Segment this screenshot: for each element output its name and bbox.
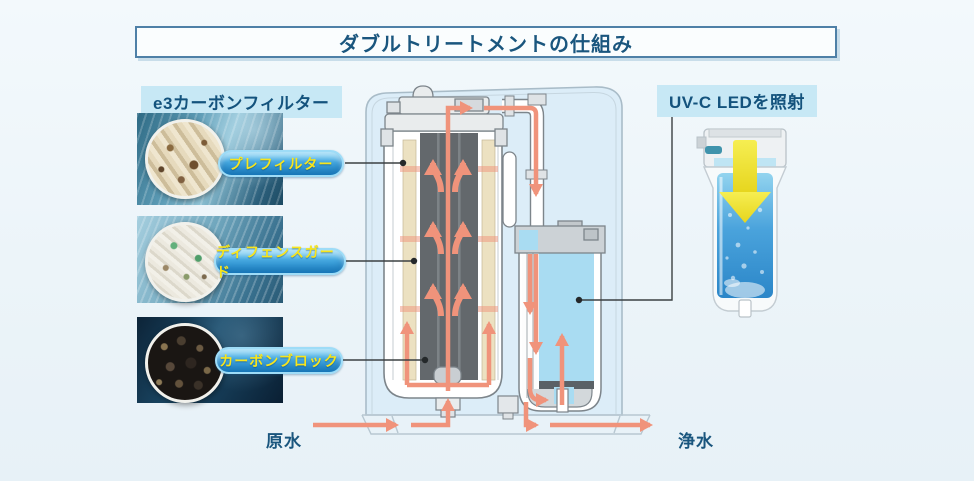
center-riser-arrow (445, 101, 473, 391)
water-flow-arrows (313, 101, 653, 432)
uv-chamber-water (539, 252, 594, 382)
carbon-block-closeup-circle (145, 323, 225, 403)
prefilter-photo (137, 113, 283, 205)
raw-water-label: 原水 (266, 432, 302, 451)
water-bubbles (724, 207, 765, 298)
filter-top-cap (380, 85, 517, 228)
diagram-title-box: ダブルトリートメントの仕組み (135, 26, 837, 58)
uv-led-cartridge (696, 128, 788, 318)
uv-light-arrow (719, 140, 771, 223)
pipe-down-arrow (484, 105, 543, 197)
defense-guard-label: ディフェンスガード (214, 244, 346, 280)
purified-water-label: 浄水 (678, 432, 714, 451)
carbon-block-label: カーボンブロック (215, 347, 343, 374)
diagram-title: ダブルトリートメントの仕組み (339, 33, 633, 56)
e3-carbon-filter-header: e3カーボンフィルター (141, 86, 342, 118)
uvc-led-header: UV-C LEDを照射 (657, 85, 817, 117)
uv-chamber-mesh (539, 381, 594, 389)
carbon-block-photo (137, 317, 283, 403)
defense-guard-closeup-circle (145, 222, 225, 302)
uv-chamber-cap (514, 220, 606, 254)
label-connectors (343, 112, 673, 364)
prefilter-label: プレフィルター (218, 150, 344, 177)
prefilter-closeup-circle (145, 119, 225, 199)
